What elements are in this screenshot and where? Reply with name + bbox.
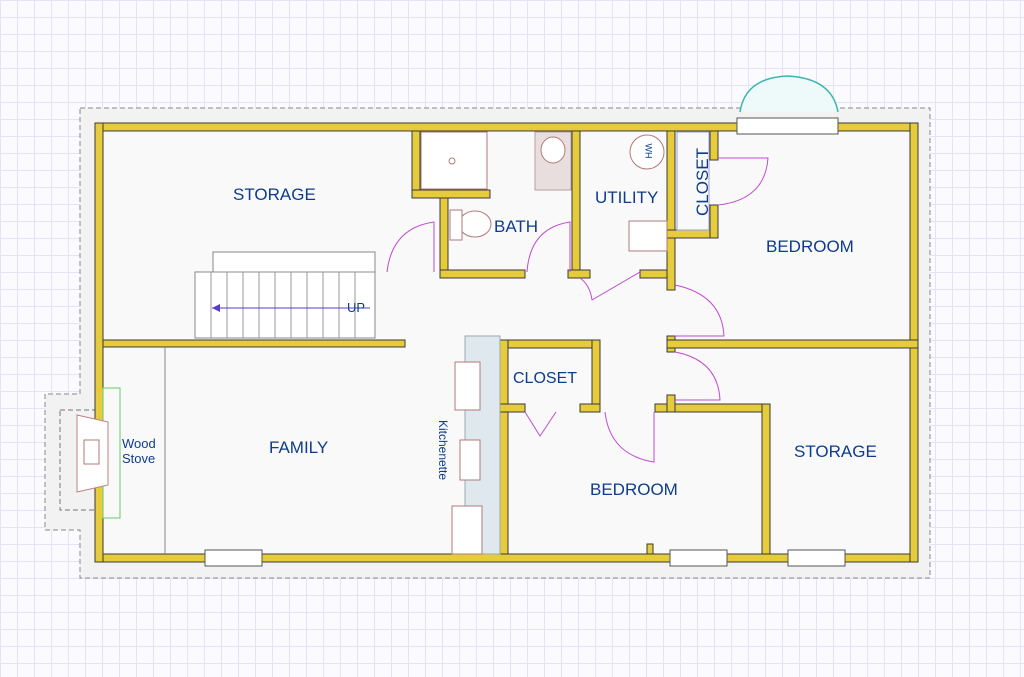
- room-label-storage-bottom: STORAGE: [794, 442, 877, 461]
- water-heater: [629, 134, 665, 170]
- closet-rod: [676, 131, 710, 231]
- water-heater-label: WH: [643, 143, 654, 159]
- window: [736, 117, 839, 135]
- bay-window: [739, 75, 839, 113]
- room-label-storage-top: STORAGE: [233, 185, 316, 204]
- windows: [204, 75, 846, 567]
- kitchenette-label: Kitchenette: [436, 419, 450, 481]
- room-label-bedroom-top: BEDROOM: [766, 237, 854, 256]
- window: [204, 549, 263, 567]
- window: [669, 549, 728, 567]
- laundry-sink: [628, 220, 668, 252]
- sink: [540, 136, 566, 164]
- stair-up-label: UP: [347, 300, 366, 315]
- room-label-closet-top: CLOSET: [693, 147, 712, 217]
- doors: [386, 157, 769, 463]
- wood-stove-label: Wood Stove: [122, 436, 156, 466]
- stairs[interactable]: [194, 251, 376, 339]
- room-label-bath: BATH: [494, 217, 539, 236]
- window: [787, 549, 846, 567]
- room-label-utility: UTILITY: [595, 188, 659, 207]
- toilet: [458, 210, 492, 238]
- room-label-closet-center: CLOSET: [513, 370, 578, 387]
- room-label-family: FAMILY: [269, 438, 329, 457]
- room-label-bedroom-bottom: BEDROOM: [590, 480, 678, 499]
- fixtures: [76, 131, 710, 555]
